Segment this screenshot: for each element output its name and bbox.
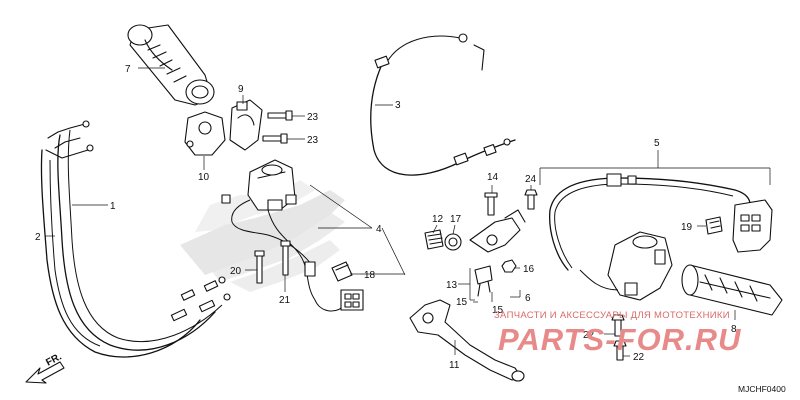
right-grip[interactable] [681, 264, 783, 316]
leader-lines [45, 67, 771, 357]
clutch-cable[interactable] [370, 33, 516, 176]
connector-19[interactable] [705, 216, 723, 235]
callout-9: 9 [238, 84, 244, 95]
watermark: ЗАПЧАСТИ И АКСЕССУАРЫ ДЛЯ МОТОТЕХНИКИ PA… [494, 310, 742, 357]
callout-3: 3 [395, 100, 401, 111]
throttle-cable-1[interactable] [45, 120, 223, 351]
nut-16[interactable] [501, 259, 517, 273]
callout-16: 16 [523, 264, 535, 275]
right-switch-wire[interactable] [549, 173, 773, 271]
callout-22-upper: 22 [583, 330, 595, 341]
watermark-tagline: ЗАПЧАСТИ И АКСЕССУАРЫ ДЛЯ МОТОТЕХНИКИ [494, 310, 730, 321]
clutch-lever[interactable] [409, 299, 525, 382]
callout-24: 24 [525, 174, 537, 185]
callout-10: 10 [198, 172, 210, 183]
lever-bracket[interactable] [469, 209, 526, 253]
diagram-code: MJCHF0400 [738, 384, 786, 394]
screw-22-upper[interactable] [611, 314, 625, 337]
callout-11: 11 [449, 360, 460, 371]
throttle-grip[interactable] [127, 24, 215, 106]
callout-7: 7 [125, 64, 131, 75]
watermark-brand: PARTS-FOR.RU [498, 322, 742, 357]
callout-21: 21 [279, 295, 291, 306]
callout-1: 1 [110, 201, 116, 212]
callout-14: 14 [487, 172, 499, 183]
front-direction-arrow: FR. [25, 351, 65, 384]
throttle-cable-2[interactable] [40, 149, 231, 358]
handlebar-switch[interactable] [221, 159, 364, 312]
callout-8: 8 [731, 324, 737, 335]
switch-6[interactable] [474, 265, 493, 297]
callout-15-right: 15 [492, 305, 504, 316]
screw-24[interactable] [524, 189, 538, 210]
callout-23-lower: 23 [307, 135, 319, 146]
callout-17: 17 [450, 214, 462, 225]
screw-23-upper[interactable] [267, 110, 293, 121]
rubber-boot-12[interactable] [424, 229, 444, 250]
callout-22-lower: 22 [633, 352, 645, 363]
screw-22-lower[interactable] [613, 340, 627, 361]
washer-17[interactable] [444, 233, 462, 251]
callout-19: 19 [681, 222, 693, 233]
callout-4: 4 [376, 224, 382, 235]
callout-12: 12 [432, 214, 444, 225]
callout-15-left: 15 [456, 297, 468, 308]
screw-20[interactable] [254, 250, 265, 284]
throttle-housing-lower[interactable] [184, 111, 226, 156]
spring-14[interactable] [484, 192, 498, 216]
right-handlebar-switch[interactable] [579, 231, 673, 301]
callout-2: 2 [35, 232, 41, 243]
callout-6: 6 [525, 293, 531, 304]
screw-21[interactable] [280, 240, 291, 276]
callout-20: 20 [230, 266, 242, 277]
screw-23-lower[interactable] [262, 133, 288, 144]
callout-labels: 7 9 23 23 10 1 2 3 4 20 21 18 12 17 14 2… [35, 64, 737, 371]
callout-13: 13 [446, 280, 458, 291]
clamp-18[interactable] [331, 261, 353, 282]
callout-5: 5 [654, 138, 660, 149]
throttle-housing-upper[interactable] [229, 99, 263, 151]
callout-18: 18 [364, 270, 376, 281]
callout-23-upper: 23 [307, 112, 319, 123]
